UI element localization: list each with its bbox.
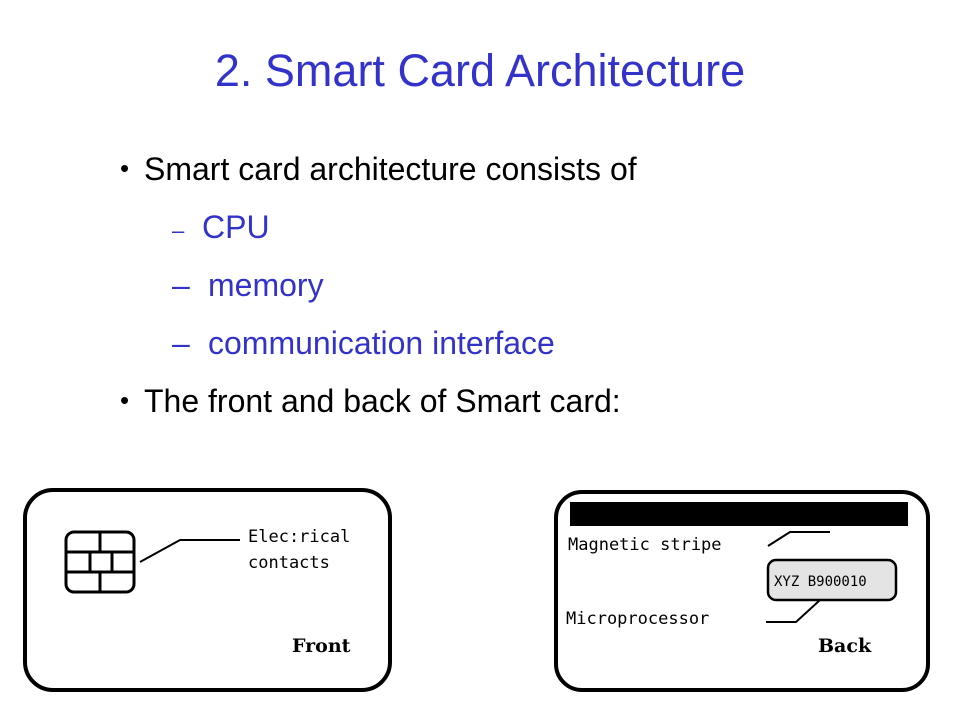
dash-marker: – [172,267,190,303]
bullet-text: Smart card architecture consists of [144,151,637,187]
bullet-dot: • [120,153,130,183]
contacts-label-line2: contacts [248,553,330,573]
back-card: Magnetic stripe XYZ B900010 Microprocess… [554,490,930,692]
back-card-outline [554,490,930,692]
sub-item-memory: –memory [120,266,637,324]
sub-item-text: memory [208,267,324,303]
sub-item-communication: –communication interface [120,324,637,382]
card-illustrations: Elec:rical contacts Front Magnetic strip… [23,488,930,692]
micro-leader-line [766,599,821,623]
stripe-label: Magnetic stripe [568,535,722,555]
microprocessor-label: Microprocessor [566,609,709,629]
front-card: Elec:rical contacts Front [23,488,392,692]
dash-marker: – [172,218,185,243]
front-card-outline [23,488,392,692]
sub-item-text: communication interface [208,325,555,361]
slide-title: 2. Smart Card Architecture [214,45,746,96]
microprocessor-chip [766,558,898,602]
front-side-label: Front [292,635,351,657]
sub-item-text: CPU [202,209,270,245]
stripe-leader-line [767,531,830,547]
chip-id-text: XYZ B900010 [774,574,867,590]
bullet-dot: • [120,385,130,415]
magnetic-stripe [570,502,908,526]
sub-item-cpu: –CPU [120,208,637,266]
bullet-architecture: • Smart card architecture consists of [120,150,637,208]
bullet-list: •Smart card architecture consists of –CP… [120,150,637,440]
bullet-front-back: • The front and back of Smart card: [120,382,637,440]
chip-icon [64,530,136,594]
contacts-label-line1: Elec:rical [248,527,350,547]
bullet-text: The front and back of Smart card: [144,383,621,419]
back-side-label: Back [818,635,872,657]
contacts-leader-line [139,539,240,563]
dash-marker: – [172,325,190,361]
